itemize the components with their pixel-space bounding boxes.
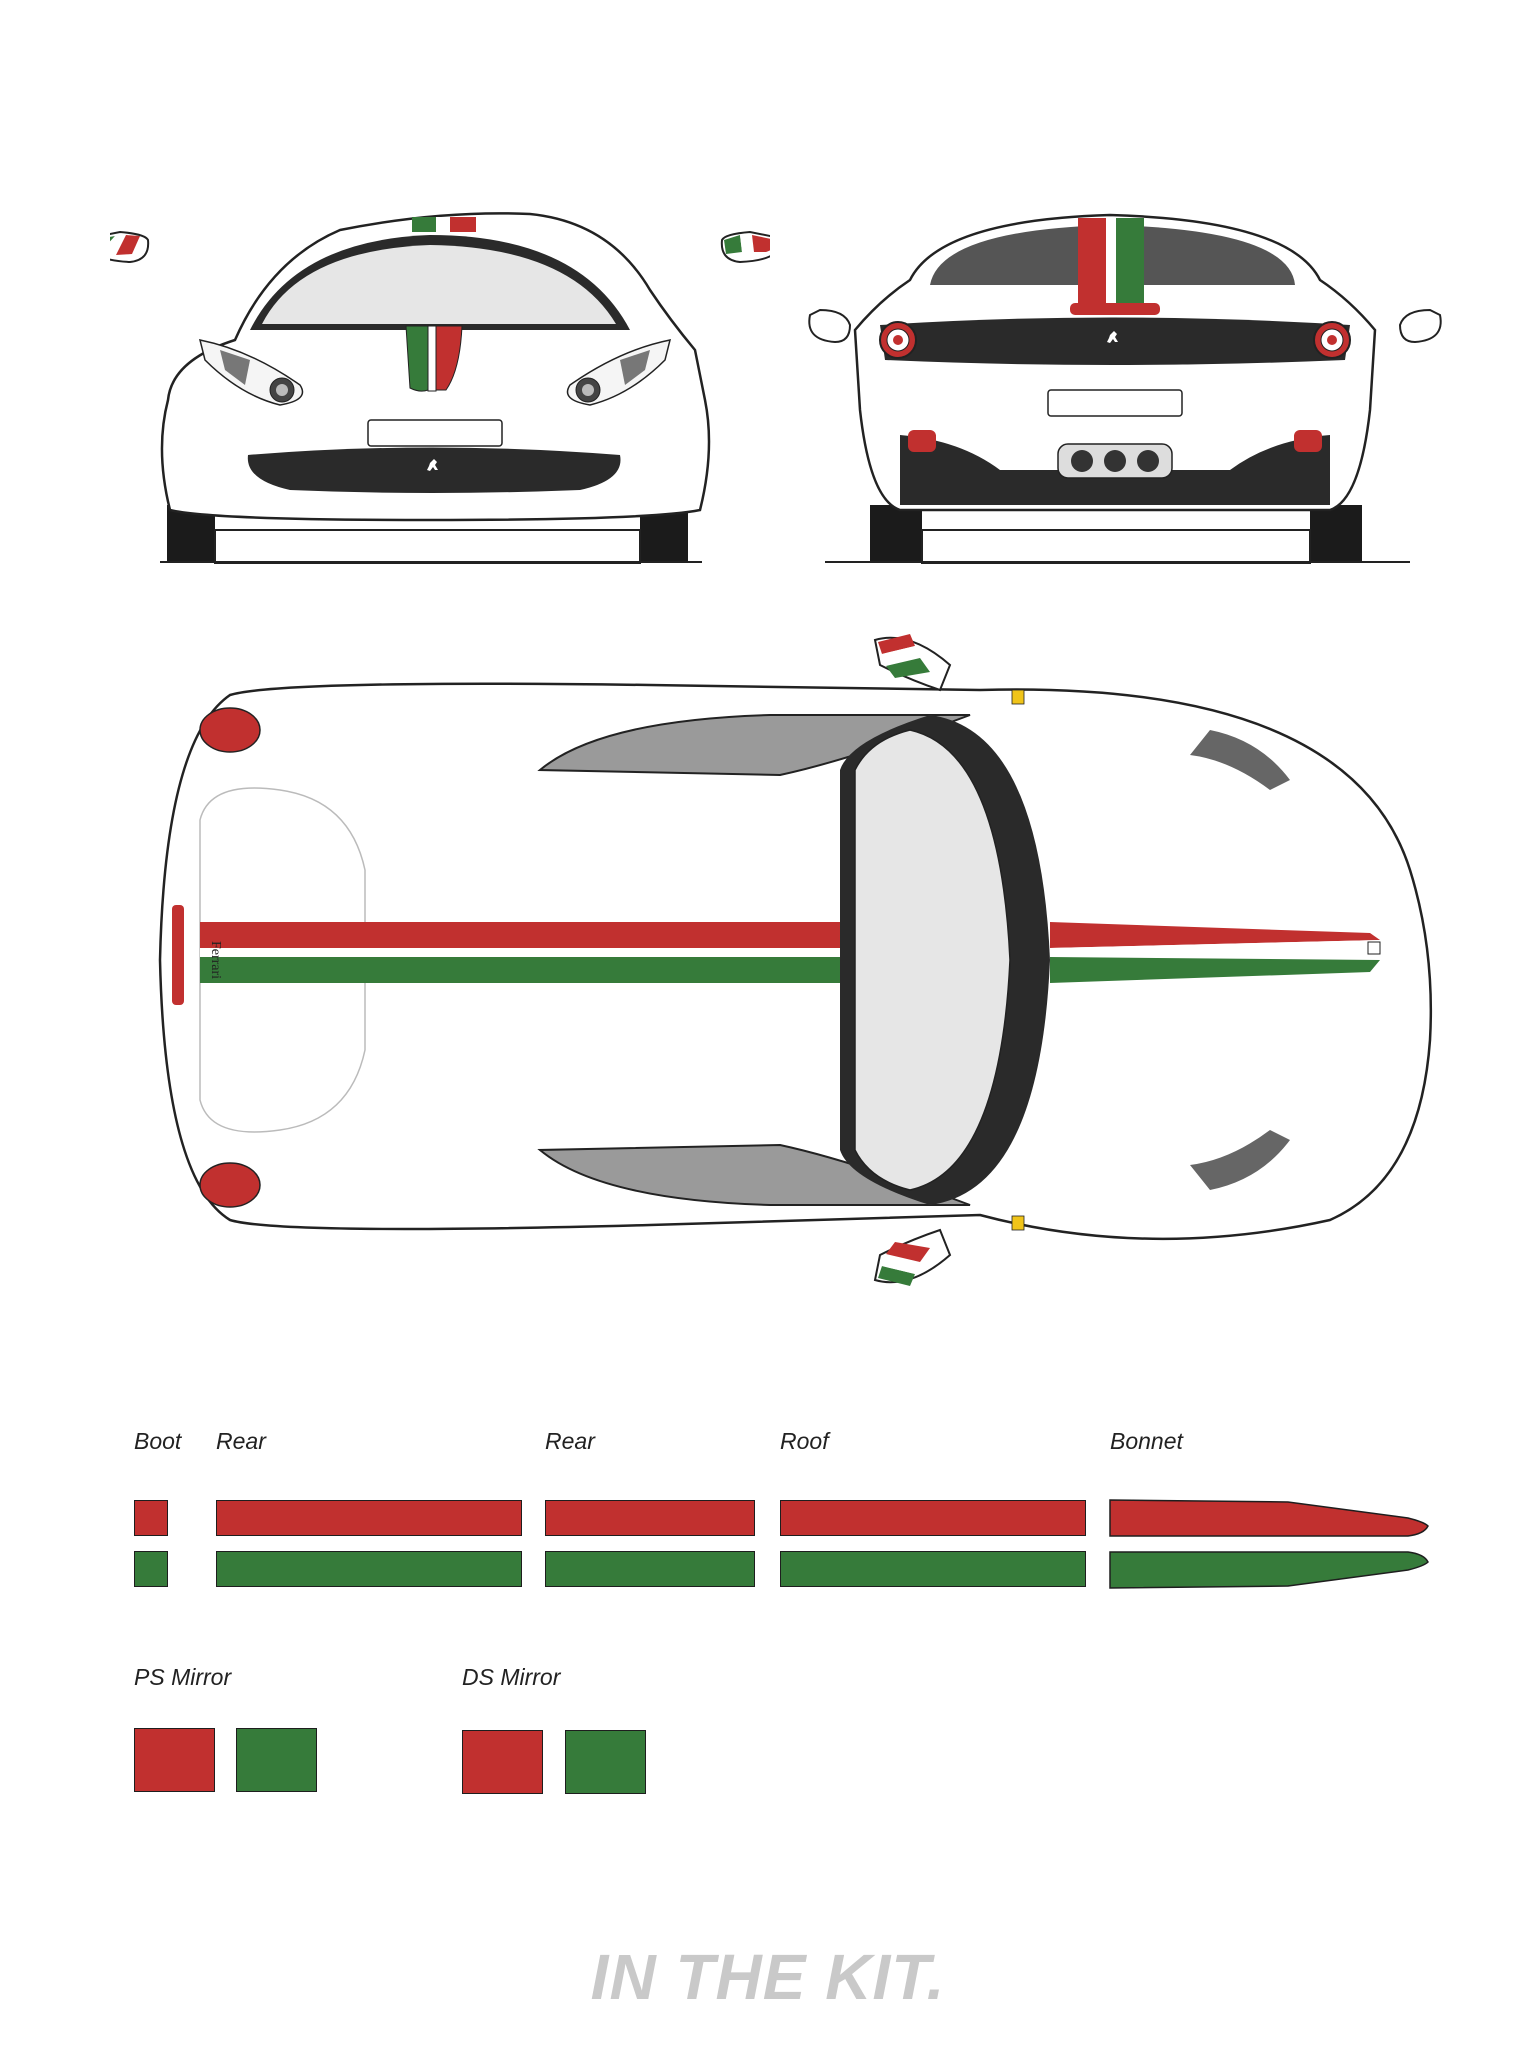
ds-mirror-red-piece (462, 1730, 543, 1794)
boot-green-piece (134, 1551, 168, 1587)
ps-mirror-red-piece (134, 1728, 215, 1792)
boot-badge: Ferrari (208, 941, 223, 979)
label-rear-1: Rear (216, 1428, 266, 1454)
rear-view (808, 213, 1442, 564)
rear-2-red-piece (545, 1500, 755, 1536)
label-roof: Roof (780, 1428, 829, 1454)
rear-1-red-piece (216, 1500, 522, 1536)
prancing-horse-icon (427, 459, 438, 471)
label-ps-mirror: PS Mirror (134, 1664, 232, 1690)
ds-mirror-green-piece (565, 1730, 646, 1794)
label-boot: Boot (134, 1428, 182, 1454)
label-ds-mirror: DS Mirror (462, 1664, 561, 1690)
label-bonnet: Bonnet (1110, 1428, 1183, 1454)
rear-1-green-piece (216, 1551, 522, 1587)
roof-red-piece (780, 1500, 1086, 1536)
roof-green-piece (780, 1551, 1086, 1587)
bonnet-pieces (1109, 1499, 1429, 1589)
rear-2-green-piece (545, 1551, 755, 1587)
top-view: Ferrari (158, 634, 1433, 1286)
bonnet-red-piece (1109, 1499, 1429, 1537)
prancing-horse-icon (1107, 331, 1118, 343)
boot-red-piece (134, 1500, 168, 1536)
ferrari-shield-icon (1011, 689, 1025, 705)
tagline: IN THE KIT. (590, 1941, 946, 2013)
label-rear-2: Rear (545, 1428, 595, 1454)
bonnet-green-piece (1109, 1551, 1429, 1589)
ferrari-shield-icon (1011, 1215, 1025, 1231)
front-view (110, 212, 770, 564)
ps-mirror-green-piece (236, 1728, 317, 1792)
